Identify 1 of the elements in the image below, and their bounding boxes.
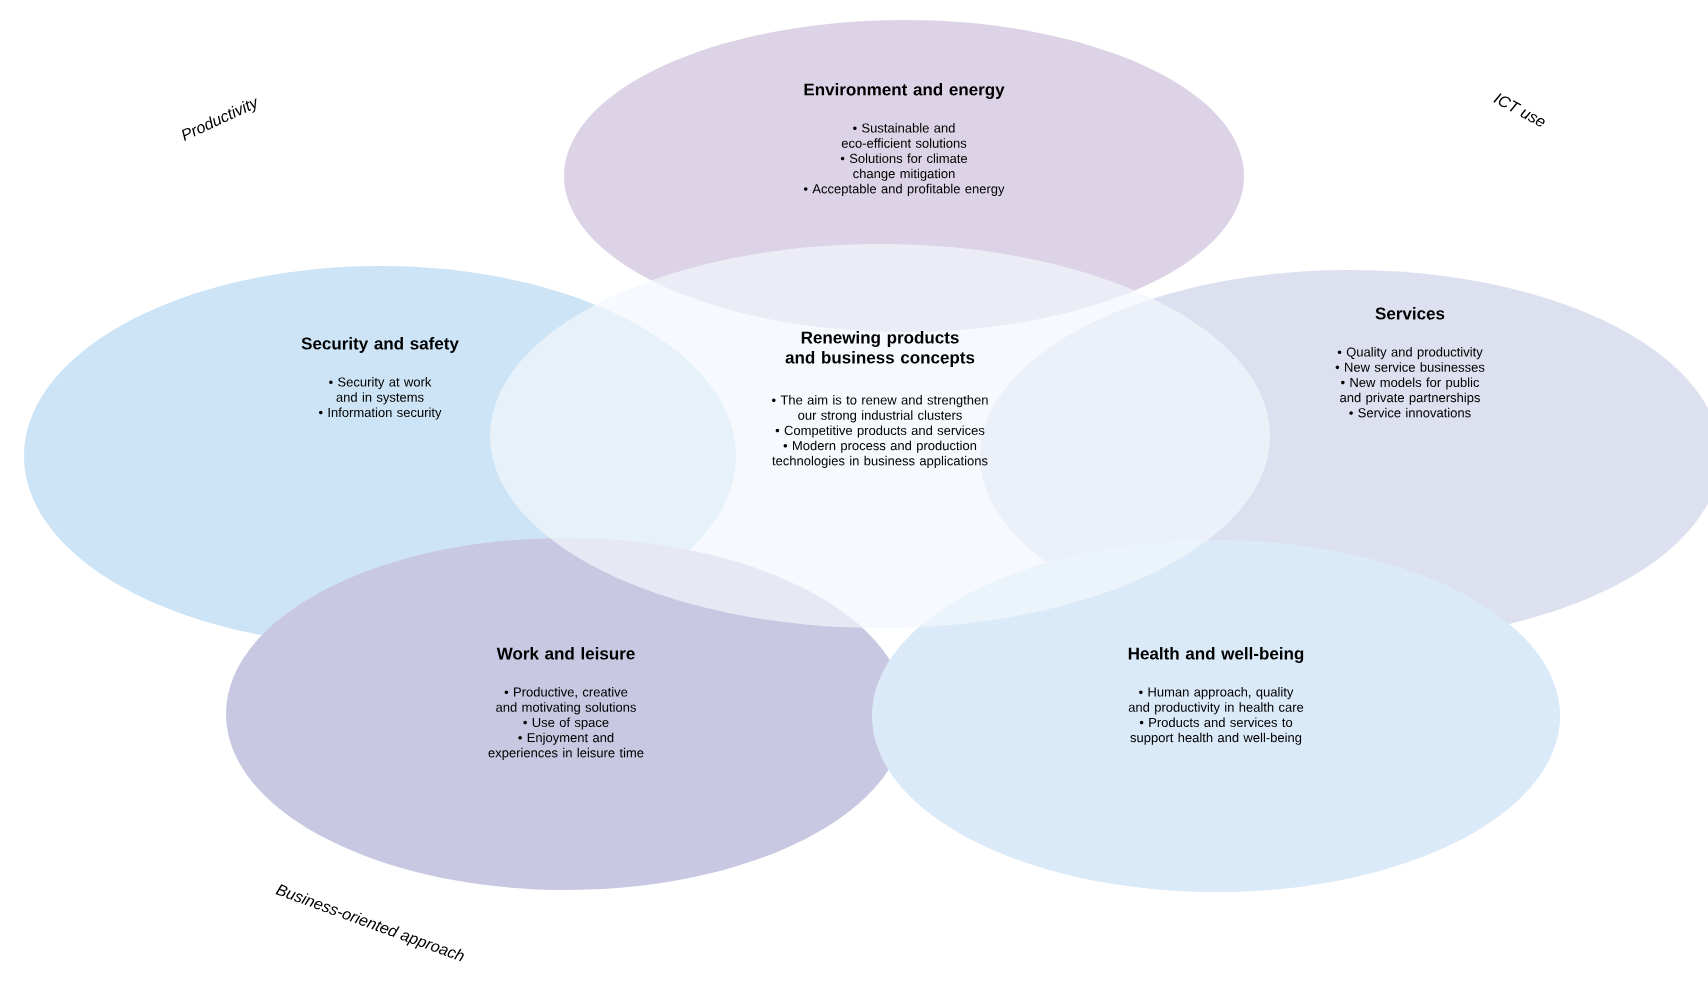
axis-label: ICT use [1493,93,1545,127]
